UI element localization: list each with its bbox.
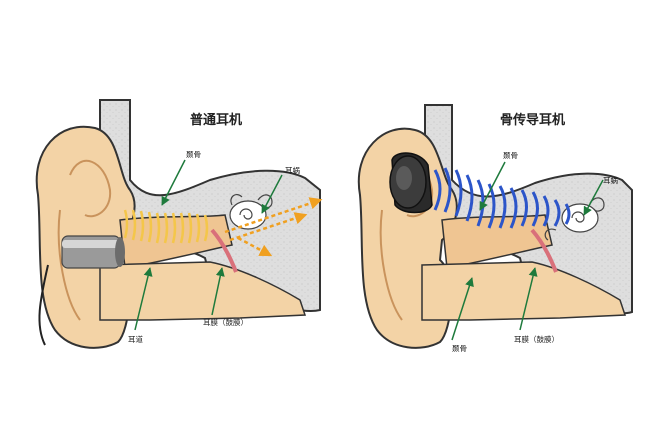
right-label-bone-top: 颞骨 (503, 151, 518, 160)
right-label-bone-bottom: 颞骨 (452, 344, 467, 353)
left-label-ear-canal: 耳道 (128, 334, 143, 344)
left-panel: 普通耳机 颞骨 耳蜗 耳道 耳膜（鼓膜） (35, 99, 323, 349)
right-bone-conduction-device (389, 152, 433, 214)
right-title: 骨传导耳机 (500, 112, 565, 128)
left-label-eardrum: 耳膜（鼓膜） (203, 317, 248, 327)
left-label-cochlea: 耳蜗 (285, 165, 300, 175)
right-eardrum (530, 228, 558, 273)
left-earphone (38, 235, 125, 346)
left-indicator-arrows (134, 159, 283, 331)
right-label-cochlea: 耳蜗 (603, 175, 618, 185)
left-title: 普通耳机 (190, 112, 242, 128)
left-label-bone: 颞骨 (186, 150, 201, 159)
right-indicator-arrows (451, 161, 604, 341)
right-label-eardrum: 耳膜（鼓膜） (514, 334, 559, 344)
left-eardrum (210, 228, 238, 273)
left-sound-leak-arrows (224, 197, 323, 257)
left-sound-waves (123, 209, 209, 244)
right-panel: 骨传导耳机 颞骨 耳蜗 颞骨 耳膜（鼓膜） (357, 104, 633, 353)
